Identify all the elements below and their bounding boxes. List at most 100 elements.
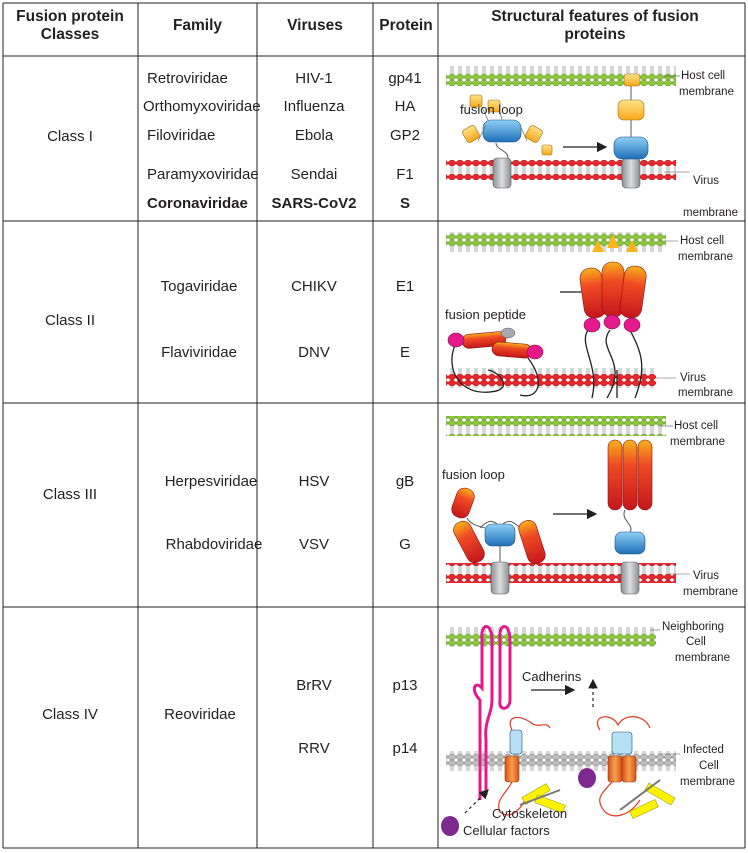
protein-cell: F1 [396,166,414,183]
class-name-2: Class II [44,312,96,329]
label-cellular-factors: Cellular factors [463,823,550,838]
cellular-factor [441,816,459,836]
blue-domain [484,523,516,547]
class3-diagram: fusion loop Host cell membrane Virus mem… [442,416,738,598]
header-family: Family [139,17,256,35]
red-domain [637,439,653,511]
protein-cell: gB [395,473,415,490]
host-membrane [446,66,676,86]
label-host-membrane: membrane [678,251,733,263]
header-protein-text: Protein [379,17,433,34]
yellow-domain [462,125,480,143]
virus-cell: VSV [298,536,330,553]
header-protein: Protein [374,17,438,35]
virus-cell: Sendai [290,166,338,183]
cytoskeleton-filament [644,782,676,806]
family-cell: Herpesviridae [164,473,258,490]
label-host-cell: Host cell [681,70,725,82]
family-cell: Orthomyxoviridae [143,98,261,115]
protein-cell: E1 [395,278,415,295]
red-domain [607,439,623,511]
yellow-domain [469,94,483,108]
family-cell: Paramyxoviridae [147,166,259,183]
virus-cell: Ebola [294,127,334,144]
label-neighboring: Neighboring [662,621,724,633]
transmembrane-domain [490,561,510,595]
class1-diagram: fusion loop Host cell membrane Virus mem… [446,66,738,219]
label-fusion-loop: fusion loop [460,102,523,117]
blue-domain [613,136,649,160]
header-viruses: Viruses [258,17,372,35]
label-infected: Infected [683,744,724,756]
protein-cell: E [399,344,411,361]
red-domain [491,341,533,359]
red-domain [453,520,485,564]
header-classes: Fusion protein Classes [4,8,136,44]
grey-domain [500,327,516,339]
label-host-cell: Host cell [680,235,724,247]
blue-domain [509,729,523,755]
red-domain [619,265,647,319]
protein-cell: p14 [392,740,418,757]
protein-cell: S [399,195,411,212]
blue-domain [611,731,633,755]
label-virus-membrane: membrane [678,387,733,399]
virus-membrane [446,160,676,180]
label-virus: Virus [693,175,719,187]
yellow-domain [617,99,645,121]
class-name-3: Class III [42,486,98,503]
protein-cell: gp41 [388,70,422,87]
magenta-domain [583,317,601,333]
label-virus: Virus [693,570,719,582]
magenta-domain [603,314,621,330]
class4-diagram: Cadherins Cytoskeleton Cellular factors [441,621,735,838]
family-cell: Togaviridae [160,278,238,295]
protein-cell: p13 [392,677,418,694]
family-cell: Coronaviridae [147,195,248,212]
orange-domain [607,755,623,783]
orange-domain [504,755,520,783]
label-cadherins: Cadherins [522,669,582,684]
header-viruses-text: Viruses [287,17,343,34]
label-host-cell: Host cell [674,420,718,432]
label-cytoskeleton: Cytoskeleton [492,806,567,821]
header-features: Structural features of fusion proteins [470,8,720,44]
protein-cell: G [399,536,411,553]
magenta-domain [447,332,465,348]
cellular-factor [578,768,596,788]
transmembrane-domain [621,157,641,189]
blue-domain [482,119,522,143]
magenta-domain [623,317,641,333]
family-cell: Filoviridae [147,127,216,144]
protein-cell: GP2 [389,127,421,144]
label-virus-membrane: membrane [683,586,738,598]
red-domain [622,439,638,511]
protein-cell: HA [394,98,416,115]
class-name-1: Class I [47,128,93,145]
host-membrane [446,416,666,436]
cadherin [472,625,494,800]
family-cell: Rhabdoviridae [165,536,263,553]
orange-domain [621,755,637,783]
family-cell: Retroviridae [147,70,228,87]
family-cell: Flaviviridae [161,344,237,361]
virus-membrane [446,368,656,388]
transmembrane-domain [620,561,640,595]
virus-cell: HIV-1 [295,70,333,87]
header-features-text: Structural features of fusion proteins [491,8,699,43]
header-classes-text: Fusion protein Classes [16,8,124,43]
virus-cell: CHIKV [291,278,337,295]
label-infected-cell: Cell [699,760,719,772]
virus-cell: DNV [298,344,330,361]
virus-cell: RRV [298,740,330,757]
label-host-membrane: membrane [670,436,725,448]
magenta-domain [526,344,544,360]
label-fusion-loop: fusion loop [442,467,505,482]
red-domain [451,487,475,519]
label-virus: Virus [680,372,706,384]
virus-cell: HSV [298,473,330,490]
label-host-membrane: membrane [679,86,734,98]
header-family-text: Family [172,17,223,34]
blue-domain [614,531,646,555]
